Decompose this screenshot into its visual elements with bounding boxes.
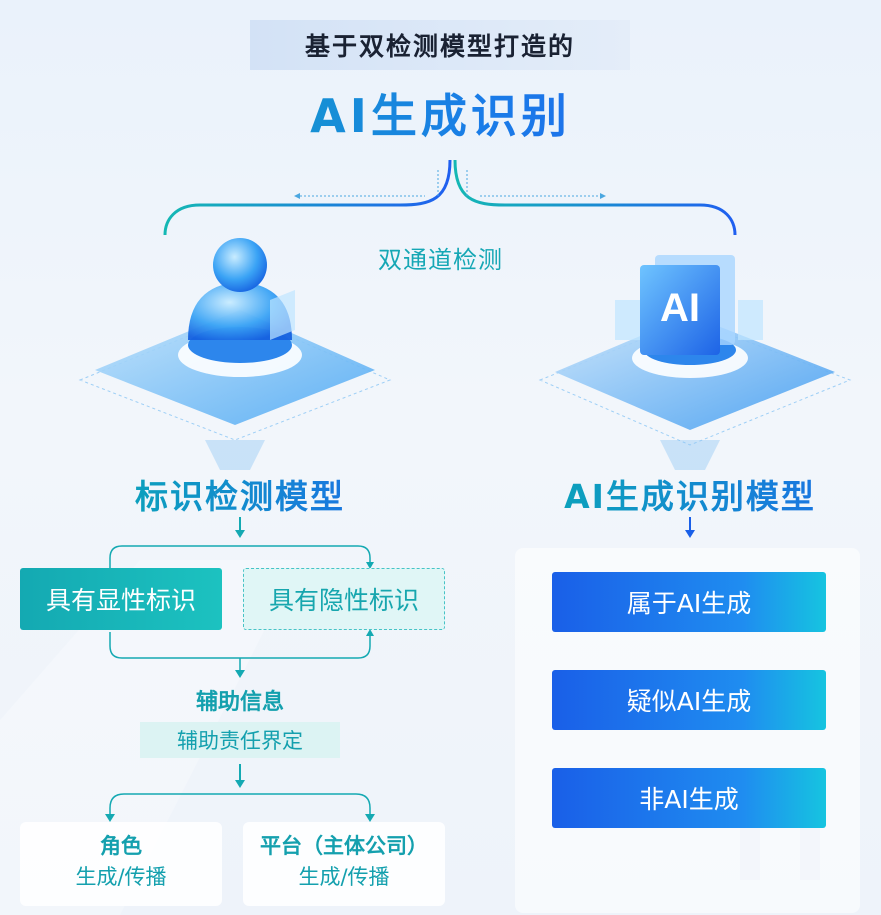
- result-not-ai: 非AI生成: [552, 768, 826, 828]
- header-subtitle: 基于双检测模型打造的: [250, 20, 630, 70]
- role-card-title: 角色: [100, 834, 142, 858]
- platform-card: 平台（主体公司） 生成/传播: [243, 822, 445, 906]
- aux-info-title: 辅助信息: [195, 690, 284, 715]
- page-title: AI生成识别: [0, 80, 881, 146]
- role-card-subtitle: 生成/传播: [75, 865, 167, 889]
- implicit-mark-box: 具有隐性标识: [243, 568, 445, 630]
- person-platform-icon: [78, 238, 392, 470]
- channel-label: 双通道检测: [378, 246, 503, 274]
- ai-block-label: AI: [660, 286, 700, 330]
- platform-card-subtitle: 生成/传播: [298, 865, 390, 889]
- ai-recognition-model-title: AI生成识别模型: [520, 470, 860, 518]
- aux-info-subtitle: 辅助责任界定: [140, 722, 340, 758]
- mark-detection-model-title: 标识检测模型: [90, 470, 390, 518]
- result-suspected-ai: 疑似AI生成: [552, 670, 826, 730]
- platform-card-title: 平台（主体公司）: [260, 834, 428, 858]
- ai-platform-icon: [538, 255, 852, 470]
- role-card: 角色 生成/传播: [20, 822, 222, 906]
- result-ai-generated: 属于AI生成: [552, 572, 826, 632]
- explicit-mark-box: 具有显性标识: [20, 568, 222, 630]
